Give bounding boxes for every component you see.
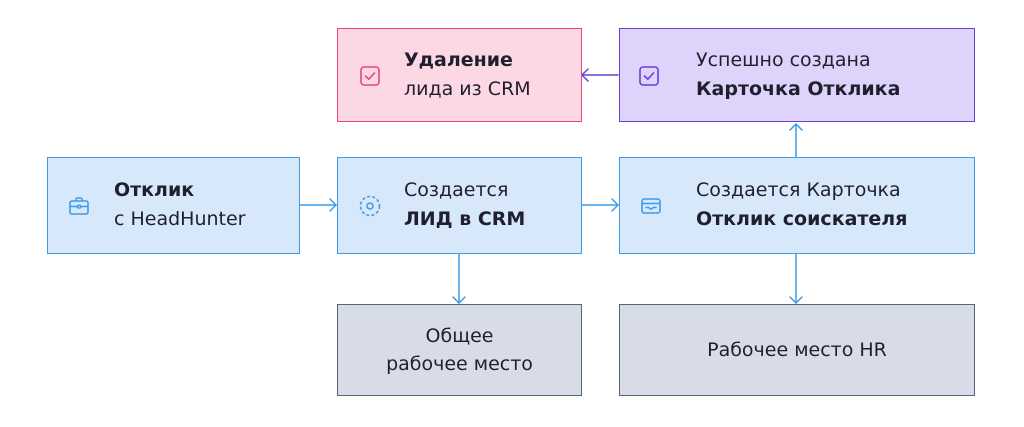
common-workspace-label: Общее рабочее место bbox=[386, 322, 533, 378]
delete-lead-node: Удаление лида из CRM bbox=[337, 28, 582, 122]
card-created-line2: Карточка Отклика bbox=[696, 78, 901, 100]
arrow-response-to-lead bbox=[299, 198, 337, 212]
card-creating-line2: Отклик соискателя bbox=[696, 208, 908, 230]
card-created-line1: Успешно создана bbox=[696, 49, 871, 71]
card-creating-line1: Создается Карточка bbox=[696, 179, 901, 201]
hr-workspace-label: Рабочее место HR bbox=[707, 339, 887, 361]
briefcase-icon bbox=[69, 197, 89, 215]
response-subtitle: с HeadHunter bbox=[114, 208, 246, 230]
lead-created-line1: Создается bbox=[404, 179, 509, 201]
delete-lead-title: Удаление bbox=[404, 49, 513, 71]
common-workspace-node: Общее рабочее место bbox=[337, 304, 582, 396]
lead-created-line2: ЛИД в CRM bbox=[404, 208, 526, 230]
response-title: Отклик bbox=[114, 179, 195, 201]
hr-workspace-node: Рабочее место HR bbox=[619, 304, 975, 396]
checkbox-icon bbox=[639, 66, 659, 86]
common-workspace-line1: Общее bbox=[425, 325, 494, 347]
target-icon bbox=[359, 195, 381, 217]
arrow-lead-to-card bbox=[581, 198, 619, 212]
arrow-card-created-to-delete-lead bbox=[581, 68, 619, 82]
delete-lead-subtitle: лида из CRM bbox=[404, 78, 531, 100]
checkbox-icon bbox=[360, 66, 380, 86]
arrow-lead-to-common-workspace bbox=[452, 253, 466, 304]
card-created-node: Успешно создана Карточка Отклика bbox=[619, 28, 975, 122]
card-creating-node: Создается Карточка Отклик соискателя bbox=[619, 157, 975, 254]
arrow-card-to-hr-workspace bbox=[789, 253, 803, 304]
wallet-icon bbox=[641, 198, 661, 214]
response-node: Отклик с HeadHunter bbox=[47, 157, 300, 254]
common-workspace-line2: рабочее место bbox=[386, 353, 533, 375]
lead-created-node: Создается ЛИД в CRM bbox=[337, 157, 582, 254]
arrow-card-to-card-created bbox=[789, 123, 803, 158]
